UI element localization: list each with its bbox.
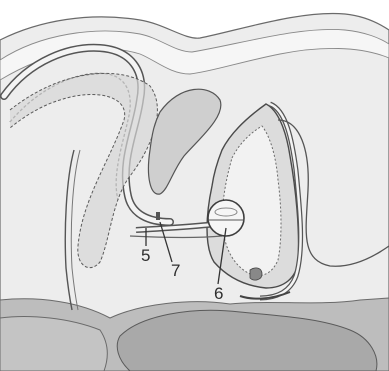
callout-label-7: 7 <box>171 262 180 279</box>
callout-label-6: 6 <box>214 285 223 302</box>
marker-small <box>156 212 160 220</box>
callout-label-5: 5 <box>141 247 150 264</box>
lower-right-detail <box>250 268 262 280</box>
